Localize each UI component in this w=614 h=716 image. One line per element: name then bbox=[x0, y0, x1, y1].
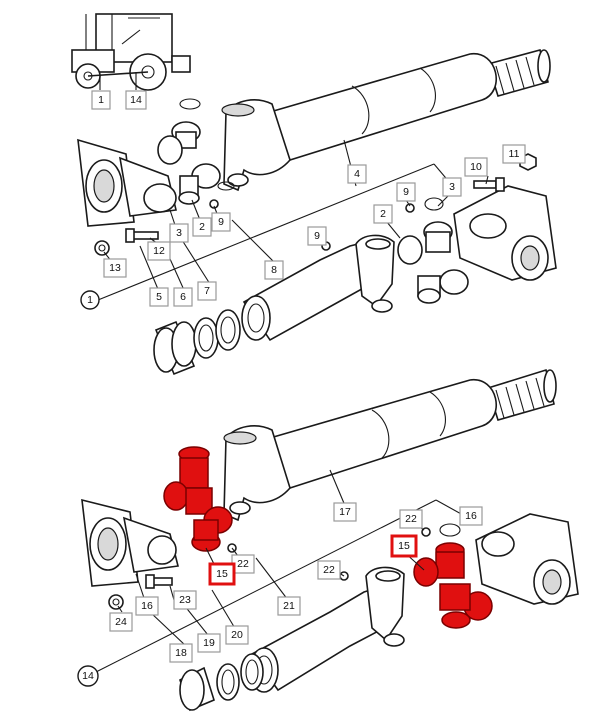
label-t3a: 3 bbox=[442, 177, 462, 197]
label-t2a: 2 bbox=[373, 204, 393, 224]
label-t6: 6 bbox=[173, 287, 193, 307]
label-t11: 11 bbox=[502, 144, 526, 164]
top-left-flange bbox=[77, 138, 177, 227]
svg-text:1: 1 bbox=[98, 94, 104, 106]
svg-text:2: 2 bbox=[380, 208, 386, 220]
top-bolt-10 bbox=[473, 177, 505, 192]
svg-text:17: 17 bbox=[339, 506, 351, 518]
label-t5: 5 bbox=[149, 287, 169, 307]
svg-text:9: 9 bbox=[218, 216, 224, 228]
label-b22a: 22 bbox=[399, 509, 423, 529]
label-c14: 14 bbox=[77, 665, 99, 687]
bottom-right-flange bbox=[475, 513, 579, 605]
svg-text:22: 22 bbox=[323, 564, 335, 576]
label-t12: 12 bbox=[147, 241, 171, 261]
label-top-inset-14: 14 bbox=[125, 90, 147, 110]
top-nut-13 bbox=[94, 240, 110, 256]
bottom-seal-rings bbox=[179, 653, 264, 712]
label-t9c: 9 bbox=[211, 212, 231, 232]
bottom-shaft-assembly bbox=[223, 368, 557, 522]
bottom-bolt-23 bbox=[145, 574, 173, 589]
svg-text:1: 1 bbox=[87, 294, 93, 306]
label-b16a: 16 bbox=[459, 506, 483, 526]
svg-text:6: 6 bbox=[180, 291, 186, 303]
svg-text:22: 22 bbox=[405, 513, 417, 525]
label-b22c: 22 bbox=[317, 560, 341, 580]
svg-text:5: 5 bbox=[156, 291, 162, 303]
top-grease-nipples bbox=[209, 199, 415, 251]
top-circlip bbox=[179, 98, 235, 191]
label-b20: 20 bbox=[225, 625, 249, 645]
svg-text:16: 16 bbox=[141, 600, 153, 612]
label-t7: 7 bbox=[197, 281, 217, 301]
bottom-left-flange bbox=[81, 498, 179, 587]
svg-text:9: 9 bbox=[403, 186, 409, 198]
label-c1: 1 bbox=[80, 290, 100, 310]
bottom-left-universal-joint-highlighted bbox=[163, 446, 233, 552]
bottom-slip-yoke bbox=[249, 566, 405, 693]
label-b15a: 15 bbox=[208, 562, 236, 586]
svg-text:24: 24 bbox=[115, 616, 127, 628]
label-t10: 10 bbox=[464, 157, 488, 177]
label-b23: 23 bbox=[173, 590, 197, 610]
label-t9b: 9 bbox=[307, 226, 327, 246]
label-b19: 19 bbox=[197, 633, 221, 653]
svg-text:10: 10 bbox=[470, 161, 482, 173]
top-bolt-12 bbox=[125, 228, 159, 243]
svg-text:15: 15 bbox=[398, 540, 410, 552]
label-t8: 8 bbox=[264, 260, 284, 280]
bottom-right-universal-joint-highlighted bbox=[413, 542, 493, 629]
svg-text:20: 20 bbox=[231, 629, 243, 641]
top-slip-yoke bbox=[241, 234, 395, 342]
label-b16b: 16 bbox=[135, 596, 159, 616]
svg-text:9: 9 bbox=[314, 230, 320, 242]
label-t9a: 9 bbox=[396, 182, 416, 202]
svg-text:13: 13 bbox=[109, 262, 121, 274]
label-t2b: 2 bbox=[192, 217, 212, 237]
svg-text:3: 3 bbox=[176, 227, 182, 239]
svg-text:23: 23 bbox=[179, 594, 191, 606]
svg-text:11: 11 bbox=[509, 148, 520, 160]
svg-text:14: 14 bbox=[130, 94, 142, 106]
svg-text:12: 12 bbox=[153, 245, 165, 257]
svg-text:21: 21 bbox=[283, 600, 295, 612]
tractor-inset bbox=[71, 13, 191, 91]
top-right-flange bbox=[453, 185, 557, 281]
top-circlip-3 bbox=[424, 197, 444, 211]
svg-text:22: 22 bbox=[237, 558, 249, 570]
top-seal-rings bbox=[153, 309, 241, 376]
bottom-circlip-22 bbox=[439, 523, 461, 537]
label-top-inset-1: 1 bbox=[91, 90, 111, 110]
svg-text:4: 4 bbox=[354, 168, 360, 180]
label-b21: 21 bbox=[277, 596, 301, 616]
top-left-universal-joint bbox=[157, 121, 221, 205]
svg-text:2: 2 bbox=[199, 221, 205, 233]
top-shaft-assembly bbox=[221, 49, 551, 192]
label-b22b: 22 bbox=[231, 554, 255, 574]
top-right-universal-joint bbox=[397, 221, 469, 304]
svg-text:14: 14 bbox=[82, 670, 94, 682]
label-b15b: 15 bbox=[390, 534, 418, 558]
bottom-nut-24 bbox=[108, 594, 124, 610]
svg-text:7: 7 bbox=[204, 285, 210, 297]
svg-text:8: 8 bbox=[271, 264, 277, 276]
label-t13: 13 bbox=[103, 258, 127, 278]
svg-text:16: 16 bbox=[465, 510, 477, 522]
label-b17: 17 bbox=[333, 502, 357, 522]
label-b24: 24 bbox=[109, 612, 133, 632]
svg-text:19: 19 bbox=[203, 637, 215, 649]
label-b18: 18 bbox=[169, 643, 193, 663]
svg-text:3: 3 bbox=[449, 181, 455, 193]
svg-text:15: 15 bbox=[216, 568, 228, 580]
svg-text:18: 18 bbox=[175, 647, 187, 659]
label-t4: 4 bbox=[347, 164, 367, 184]
label-t3b: 3 bbox=[169, 223, 189, 243]
